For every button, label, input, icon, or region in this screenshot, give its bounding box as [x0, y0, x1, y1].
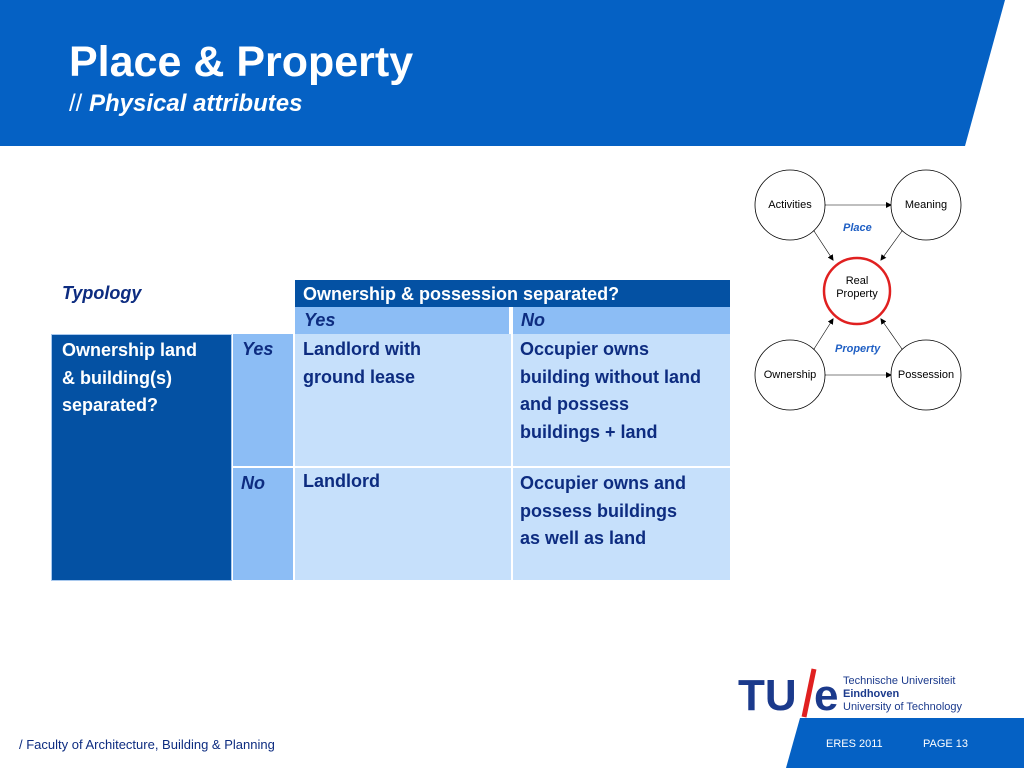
row-header-ownership: Ownership land & building(s) separated? — [51, 334, 232, 581]
place-property-diagram: Activities Meaning Real Property Ownersh… — [750, 165, 970, 415]
node-label-meaning: Meaning — [904, 199, 948, 211]
cell-line: and possess — [520, 394, 630, 414]
node-real-property — [822, 256, 892, 326]
group-label-place: Place — [843, 222, 872, 234]
cell-line: Landlord with — [303, 339, 421, 359]
node-activities — [754, 169, 826, 241]
typology-label: Typology — [62, 283, 142, 303]
connector-meaning-realproperty — [880, 225, 908, 261]
logo-text-line2: Eindhoven — [843, 688, 900, 700]
cell-line: ground lease — [303, 366, 416, 387]
subtitle-text: Physical attributes — [89, 90, 303, 117]
node-label-possession: Possession — [897, 369, 955, 381]
footer-page-number: PAGE 13 — [923, 738, 969, 750]
footer-event: ERES 2011 — [826, 738, 883, 750]
cell-no-yes: Landlord — [295, 468, 511, 580]
node-label-line: Property — [836, 288, 878, 300]
subtitle-prefix: // — [69, 90, 90, 117]
cell-line: possess buildings — [520, 500, 678, 521]
cell-yes-yes: Landlord with ground lease — [295, 334, 511, 466]
svg-text:TU: TU — [738, 671, 797, 720]
connector-activities-realproperty — [808, 225, 834, 261]
row-label-yes: Yes — [233, 334, 293, 466]
page-title: Place & Property — [69, 38, 414, 86]
cell-no-no: Occupier owns and possess buildings as w… — [513, 468, 730, 580]
column-header-ownership-possession: Ownership & possession separated? — [295, 280, 730, 307]
row-label-no: No — [233, 468, 293, 580]
footer-band-shape — [786, 718, 1024, 768]
page-subtitle: // Physical attributes — [69, 90, 302, 118]
cell-line: Landlord — [303, 471, 380, 491]
node-label-ownership: Ownership — [763, 369, 817, 381]
footer-faculty: / Faculty of Architecture, Building & Pl… — [19, 737, 275, 752]
cell-line: Occupier owns and — [520, 473, 687, 493]
column-header-yes: Yes — [295, 307, 511, 334]
node-label-activities: Activities — [768, 199, 812, 211]
header-band: Place & Property // Physical attributes — [0, 0, 1024, 146]
cell-line: buildings + land — [520, 421, 658, 442]
node-possession — [890, 339, 962, 411]
group-label-property: Property — [835, 343, 881, 355]
node-label-real-property: Real Property — [822, 275, 892, 301]
header-band-shape — [0, 0, 1005, 146]
diagram-graphic — [754, 169, 962, 411]
cell-yes-no: Occupier owns building without land and … — [513, 334, 730, 466]
node-meaning — [890, 169, 962, 241]
cell-line: Occupier owns — [520, 339, 650, 359]
footer-band — [0, 718, 1024, 768]
row-header-line: separated? — [62, 395, 159, 415]
svg-text:e: e — [814, 671, 838, 720]
node-ownership — [754, 339, 826, 411]
tue-logo: TU e — [738, 665, 978, 720]
row-header-line: Ownership land — [62, 340, 198, 360]
connector-possession-realproperty — [880, 318, 908, 355]
tue-logo-mark: TU e — [738, 668, 838, 720]
logo-text-line1: Technische Universiteit — [843, 675, 956, 687]
column-header-no: No — [513, 307, 730, 334]
connector-ownership-realproperty — [808, 318, 834, 355]
row-header-line: & building(s) — [62, 367, 172, 388]
node-label-line: Real — [845, 275, 869, 287]
cell-line: as well as land — [520, 528, 647, 548]
logo-text-line3: University of Technology — [843, 701, 963, 713]
cell-line: building without land — [520, 366, 701, 387]
